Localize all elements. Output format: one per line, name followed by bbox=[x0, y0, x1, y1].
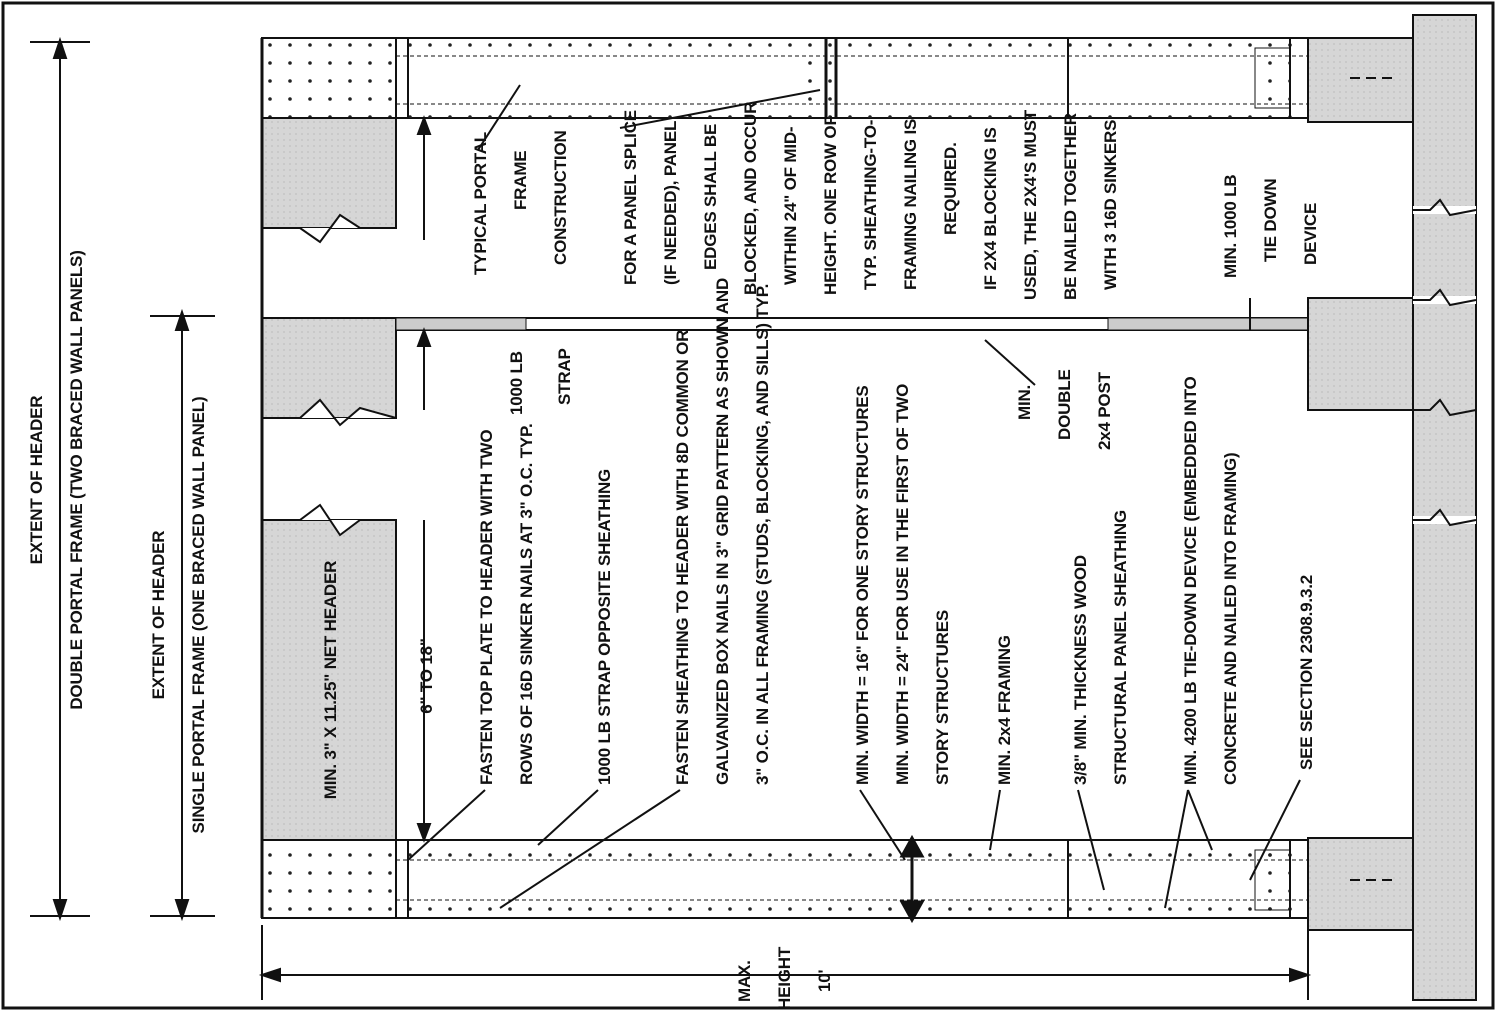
splice-line10: IF 2X4 BLOCKING IS bbox=[981, 127, 1000, 290]
lower-portal-panel bbox=[395, 839, 1309, 919]
min-double-line1: MIN. bbox=[1015, 385, 1034, 420]
min-width-line3: STORY STRUCTURES bbox=[933, 610, 952, 785]
extent-header-single-line2: SINGLE PORTAL FRAME (ONE BRACED WALL PAN… bbox=[189, 397, 208, 834]
double-post bbox=[395, 317, 1309, 331]
tiedown-1000-line1: MIN. 1000 LB bbox=[1221, 175, 1240, 278]
header-beam-middle bbox=[261, 317, 397, 427]
fasten-top-line2: ROWS OF 16D SINKER NAILS AT 3" O.C. TYP. bbox=[517, 423, 536, 785]
strap-1000-line2: STRAP bbox=[555, 348, 574, 405]
foundation bbox=[1307, 14, 1477, 1001]
sheathing-line1: 3/8" MIN. THICKNESS WOOD bbox=[1071, 555, 1090, 785]
tiedown-line2: CONCRETE AND NAILED INTO FRAMING) bbox=[1221, 453, 1240, 785]
splice-line12: BE NAILED TOGETHER bbox=[1061, 113, 1080, 300]
tiedown-line1: MIN. 4200 LB TIE-DOWN DEVICE (EMBEDDED I… bbox=[1181, 376, 1200, 785]
max-height-line2: HEIGHT bbox=[775, 946, 794, 1010]
see-section-label: SEE SECTION 2308.9.3.2 bbox=[1297, 575, 1316, 770]
header-sheathing-top bbox=[261, 37, 397, 119]
splice-line1: FOR A PANEL SPLICE bbox=[621, 110, 640, 285]
dimension-single-portal bbox=[150, 308, 215, 922]
splice-line11: USED, THE 2X4'S MUST bbox=[1021, 109, 1040, 300]
tiedown-1000-line3: DEVICE bbox=[1301, 203, 1320, 265]
dimension-6-to-18 bbox=[416, 115, 432, 843]
header-beam-lower bbox=[261, 503, 397, 841]
six-to-18-label: 6" TO 18" bbox=[417, 638, 436, 713]
fasten-sheathing-line2: GALVANIZED BOX NAILS IN 3" GRID PATTERN … bbox=[713, 278, 732, 785]
splice-line7: TYP. SHEATHING-TO- bbox=[861, 120, 880, 290]
splice-line4: BLOCKED, AND OCCUR bbox=[741, 102, 760, 295]
max-height-line3: 10' bbox=[815, 969, 834, 992]
splice-line13: WITH 3 16D SINKERS bbox=[1101, 120, 1120, 290]
strap-1000-line1: 1000 LB bbox=[507, 351, 526, 415]
splice-line9: REQUIRED. bbox=[941, 142, 960, 235]
extent-header-double-line2: DOUBLE PORTAL FRAME (TWO BRACED WALL PAN… bbox=[67, 250, 86, 709]
min-double-line3: 2x4 POST bbox=[1095, 371, 1114, 450]
typical-portal-line2: FRAME bbox=[511, 151, 530, 210]
fasten-sheathing-line3: 3" O.C. IN ALL FRAMING (STUDS, BLOCKING,… bbox=[753, 284, 772, 785]
splice-line3: EDGES SHALL BE bbox=[701, 124, 720, 270]
splice-line2: (IF NEEDED), PANEL bbox=[661, 121, 680, 285]
dimension-min-width bbox=[899, 834, 925, 924]
dimension-max-height bbox=[258, 925, 1312, 1000]
fasten-sheathing-line1: FASTEN SHEATHING TO HEADER WITH 8D COMMO… bbox=[673, 330, 692, 785]
upper-portal-panel bbox=[395, 37, 1309, 119]
tiedown-1000-line2: TIE DOWN bbox=[1261, 179, 1280, 262]
header-sheathing-bottom bbox=[261, 839, 397, 919]
min-double-line2: DOUBLE bbox=[1055, 369, 1074, 440]
leader-lines bbox=[407, 84, 1301, 909]
min-framing-label: MIN. 2x4 FRAMING bbox=[995, 635, 1014, 785]
extent-header-double-line1: EXTENT OF HEADER bbox=[27, 396, 46, 565]
splice-line5: WITHIN 24" OF MID- bbox=[781, 127, 800, 285]
dimension-double-portal bbox=[30, 36, 90, 922]
header-beam-upper bbox=[261, 117, 397, 244]
typical-portal-line3: CONSTRUCTION bbox=[551, 130, 570, 265]
max-height-line1: MAX. bbox=[735, 960, 754, 1002]
fasten-top-line1: FASTEN TOP PLATE TO HEADER WITH TWO bbox=[477, 430, 496, 785]
net-header-label: MIN. 3" X 11.25" NET HEADER bbox=[321, 561, 340, 799]
splice-line6: HEIGHT. ONE ROW OF bbox=[821, 115, 840, 295]
min-width-line1: MIN. WIDTH = 16" FOR ONE STORY STRUCTURE… bbox=[853, 385, 872, 785]
min-width-line2: MIN. WIDTH = 24" FOR USE IN THE FIRST OF… bbox=[893, 384, 912, 785]
splice-line8: FRAMING NAILING IS bbox=[901, 119, 920, 290]
sheathing-line2: STRUCTURAL PANEL SHEATHING bbox=[1111, 510, 1130, 785]
typical-portal-line1: TYPICAL PORTAL bbox=[471, 132, 490, 275]
strap-opposite-label: 1000 LB STRAP OPPOSITE SHEATHING bbox=[595, 469, 614, 785]
extent-header-single-line1: EXTENT OF HEADER bbox=[149, 531, 168, 700]
